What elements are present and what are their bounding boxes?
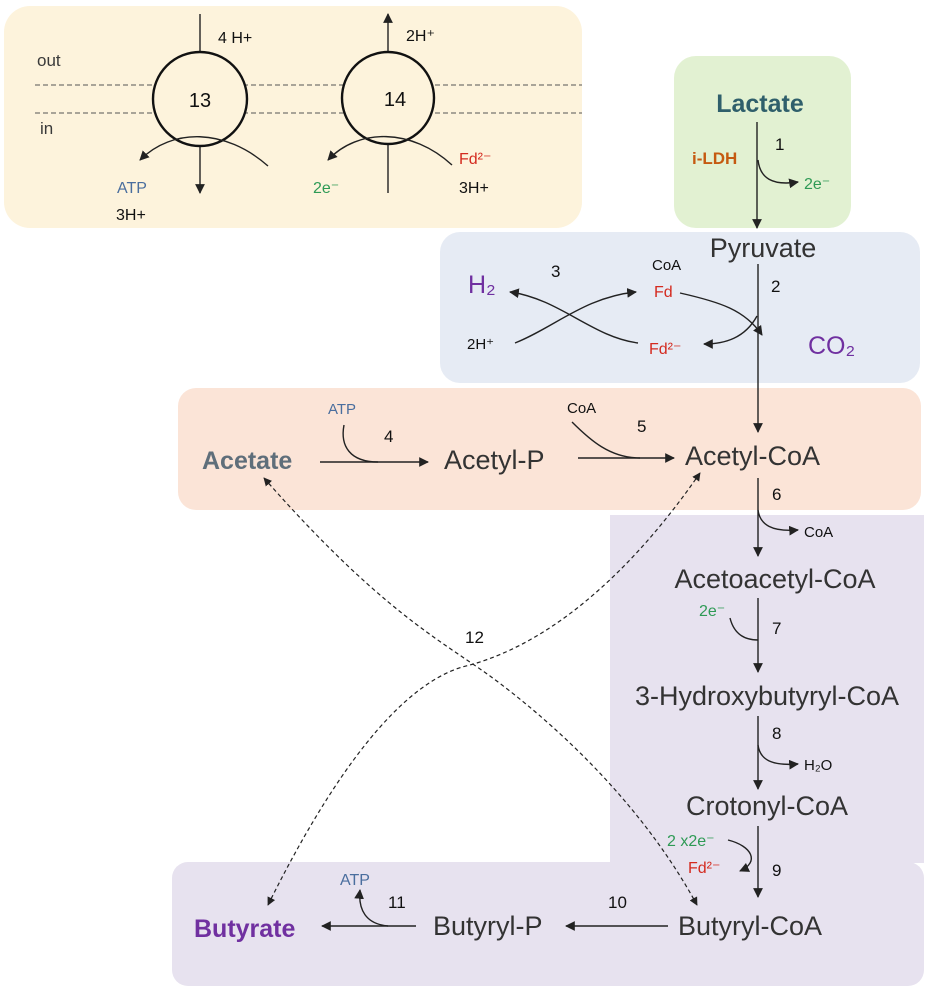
complex-14-fd-label: Fd²⁻: [459, 151, 491, 168]
step-8-label: 8: [772, 724, 781, 743]
step-9-electrons: 2 x2e⁻: [667, 833, 715, 850]
pyruvate-co2-label: CO₂: [808, 332, 855, 360]
crotonyl-coa-label: Crotonyl-CoA: [686, 791, 848, 821]
out-label: out: [37, 51, 61, 70]
step-9-electron-bifurcation: [727, 839, 752, 872]
butyrate-acetylcoa-dashed-arrow: [267, 472, 701, 906]
atp-synthesis-arrow: [139, 136, 269, 167]
lactate-electron-arrow: [757, 159, 799, 189]
lactate-section: Lactate i-LDH 1 2e⁻: [692, 90, 830, 229]
complex-14-protons: 3H+: [459, 180, 489, 197]
butyryl-p-label: Butyryl-P: [433, 911, 543, 941]
acetyl-coa-label: Acetyl-CoA: [685, 441, 820, 471]
step-7-label: 7: [772, 619, 781, 638]
step-10-label: 10: [608, 893, 627, 912]
lactate-label: Lactate: [716, 90, 804, 118]
ildh-enzyme-label: i-LDH: [692, 149, 737, 168]
step-11-label: 11: [388, 893, 406, 912]
co2-release-arrow: [679, 292, 763, 336]
complex-13-circle: [151, 50, 249, 148]
in-label: in: [40, 119, 53, 138]
hydrogenase-protons-label: 2H⁺: [467, 336, 494, 353]
atp-input-step-4: [342, 424, 379, 463]
complex-13-number: 13: [189, 90, 211, 112]
acetoacetyl-coa-label: Acetoacetyl-CoA: [674, 564, 875, 594]
step-12-label: 12: [465, 628, 484, 647]
pyruvate-fd-label: Fd: [654, 284, 673, 301]
step-2-label: 2: [771, 277, 780, 296]
pyruvate-panel: [440, 232, 920, 383]
hydrogenase-curve-to-h2: [509, 288, 639, 344]
membrane-panel: [4, 6, 582, 228]
coa-transferase-exchange: 12: [263, 472, 701, 906]
step-1-label: 1: [775, 135, 784, 154]
butyryl-coa-label: Butyryl-CoA: [678, 911, 822, 941]
membrane-section: out in 13 4 H+ ATP 3H+ 14 2H⁺ 2e⁻ Fd²⁻ 3…: [35, 13, 582, 224]
step-7-electrons: 2e⁻: [699, 603, 725, 620]
complex-13-protons: 3H+: [116, 207, 146, 224]
water-release-arrow: [757, 744, 799, 770]
step-5-coa-label: CoA: [567, 400, 596, 417]
step-8-water-label: H₂O: [804, 757, 832, 774]
step-4-atp-label: ATP: [328, 401, 356, 418]
complex-14-circle: [340, 50, 436, 146]
complex-13-top-label: 4 H+: [218, 30, 252, 47]
step-9-label: 9: [772, 861, 781, 880]
step-3-label: 3: [551, 262, 560, 281]
hydroxybutyryl-coa-label: 3-Hydroxybutyryl-CoA: [635, 681, 899, 711]
step-9-fd-label: Fd²⁻: [688, 860, 720, 877]
complex-13-atp-label: ATP: [117, 180, 147, 197]
step-5-label: 5: [637, 417, 646, 436]
complex-14-electrons: 2e⁻: [313, 180, 339, 197]
h2-label: H₂: [468, 271, 496, 299]
step-4-label: 4: [384, 427, 393, 446]
butyrate-label: Butyrate: [194, 915, 296, 943]
lactate-electrons-label: 2e⁻: [804, 176, 830, 193]
coa-input-step-5: [571, 421, 641, 459]
step-6-coa-label: CoA: [804, 524, 833, 541]
complex-13: 13 4 H+ ATP 3H+: [116, 14, 269, 224]
lactate-panel: [674, 56, 851, 228]
acetate-label: Acetate: [202, 447, 292, 475]
step-11-atp-label: ATP: [340, 872, 370, 889]
coa-release-arrow: [757, 509, 799, 536]
complex-14-number: 14: [384, 89, 406, 111]
pyruvate-coa-label: CoA: [652, 257, 681, 274]
fd-reduction-arrow: [703, 315, 758, 349]
acetate-section: Acetate Acetyl-P Acetyl-CoA ATP 4 CoA 5: [202, 400, 820, 475]
pyruvate-section: Pyruvate 2 CO₂ CoA Fd Fd²⁻ 3 H₂ 2H⁺: [467, 233, 855, 433]
step-7-electron-input: [729, 617, 759, 641]
ferredoxin-oxidation-arrow: [327, 135, 453, 166]
hydrogenase-curve-to-fd: [514, 287, 637, 344]
pyruvate-fd-reduced-label: Fd²⁻: [649, 341, 681, 358]
complex-14: 14 2H⁺ 2e⁻ Fd²⁻ 3H+: [313, 13, 491, 197]
pyruvate-label: Pyruvate: [710, 233, 817, 263]
complex-14-top-label: 2H⁺: [406, 28, 435, 45]
step-6-label: 6: [772, 485, 781, 504]
acetyl-p-label: Acetyl-P: [444, 445, 545, 475]
